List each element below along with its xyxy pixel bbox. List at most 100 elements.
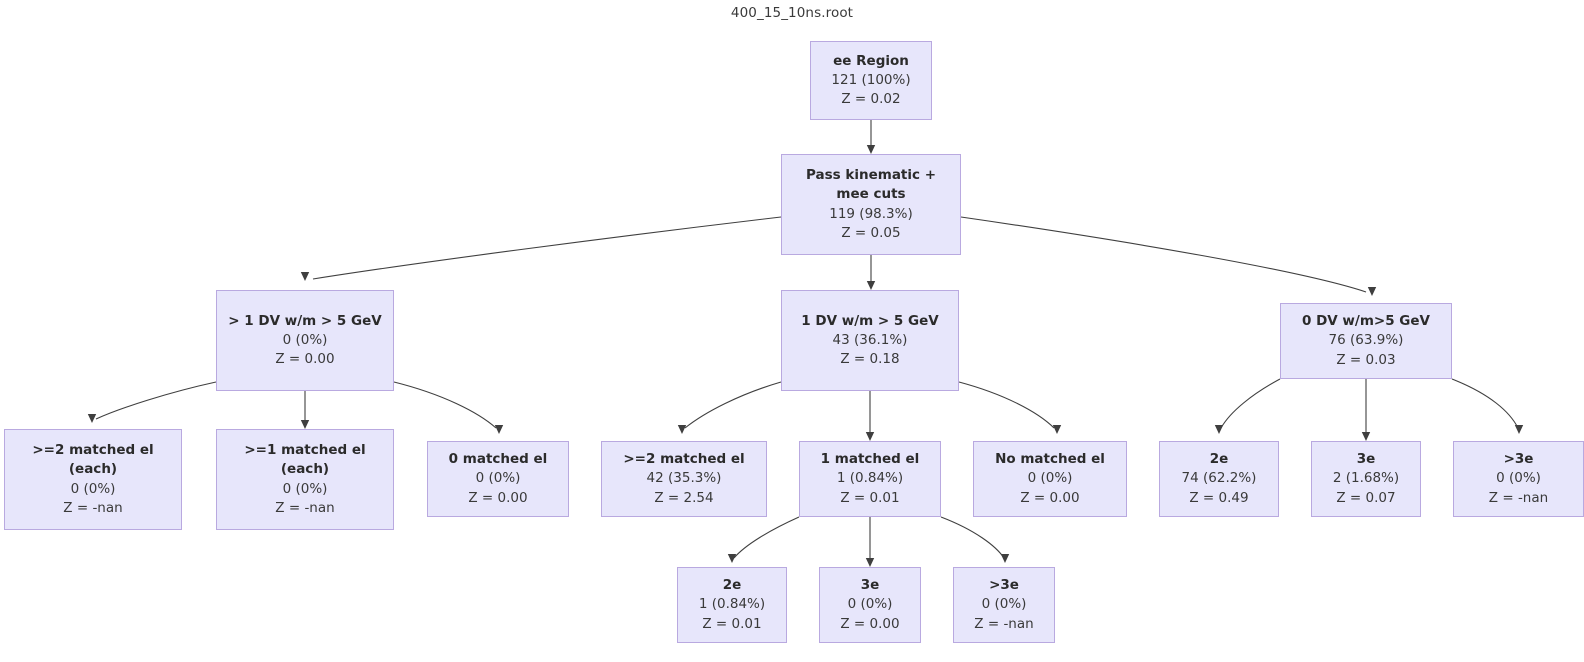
node-zero-dv-wm-gt5-gev[interactable]: 0 DV w/m>5 GeV 76 (63.9%) Z = 0.03: [1280, 303, 1452, 379]
node-label: 3e: [1356, 451, 1376, 468]
node-count: 0 (0%): [981, 596, 1027, 613]
edge-arrowhead: [1367, 287, 1377, 296]
node-label: No matched el: [995, 451, 1105, 468]
node-label: > 1 DV w/m > 5 GeV: [228, 312, 382, 329]
edge-arrowhead: [1000, 554, 1010, 563]
edge-pass-kinematic-mee-cuts-to-gt1-dv-wm-gt5-gev: [300, 216, 782, 281]
node-significance: Z = -nan: [1488, 489, 1549, 506]
node-significance: Z = -nan: [974, 615, 1034, 632]
node-count: 1 (0.84%): [836, 470, 904, 487]
node-gt1-dv-wm-gt5-gev[interactable]: > 1 DV w/m > 5 GeV 0 (0%) Z = 0.00: [216, 290, 394, 391]
node-one-matched-gt3e[interactable]: >3e 0 (0%) Z = -nan: [953, 567, 1055, 643]
node-significance: Z = 0.00: [275, 351, 335, 368]
node-label: 0 DV w/m>5 GeV: [1301, 313, 1430, 330]
node-label: 3e: [860, 577, 880, 594]
node-zero-dv-2e[interactable]: 2e 74 (62.2%) Z = 0.49: [1159, 441, 1279, 517]
edge-arrowhead: [1052, 425, 1062, 434]
node-label: >3e: [1503, 451, 1534, 468]
node-pass-kinematic-mee-cuts[interactable]: Pass kinematic + mee cuts 119 (98.3%) Z = …: [781, 154, 961, 255]
edge-arrowhead: [865, 558, 875, 567]
node-count: 121 (100%): [831, 71, 911, 88]
node-one-dv-wm-gt5-gev[interactable]: 1 DV w/m > 5 GeV 43 (36.1%) Z = 0.18: [781, 290, 959, 391]
node-no-matched-el[interactable]: No matched el 0 (0%) Z = 0.00: [973, 441, 1127, 517]
node-count: 0 (0%): [1027, 470, 1073, 487]
node-significance: Z = -nan: [63, 499, 123, 516]
node-label: Pass kinematic + mee cuts: [805, 167, 937, 203]
edge-arrowhead: [300, 420, 310, 429]
edge-zero-dv-wm-gt5-gev-to-zero-dv-3e: [1361, 379, 1371, 441]
node-one-matched-2e[interactable]: 2e 1 (0.84%) Z = 0.01: [677, 567, 787, 643]
edge-ee-region-to-pass-kinematic-mee-cuts: [866, 120, 876, 154]
edge-arrowhead: [1514, 425, 1524, 434]
edge-zero-dv-wm-gt5-gev-to-zero-dv-2e: [1214, 378, 1281, 434]
node-significance: Z = 0.00: [1020, 489, 1080, 506]
edge-one-matched-el-to-one-matched-3e: [865, 517, 875, 567]
node-count: 74 (62.2%): [1181, 470, 1257, 487]
node-significance: Z = 0.01: [702, 615, 762, 632]
edge-zero-dv-wm-gt5-gev-to-zero-dv-gt3e: [1451, 378, 1524, 434]
node-ge2-matched-el[interactable]: >=2 matched el 42 (35.3%) Z = 2.54: [601, 441, 767, 517]
node-zero-dv-gt3e[interactable]: >3e 0 (0%) Z = -nan: [1453, 441, 1584, 517]
node-zero-dv-3e[interactable]: 3e 2 (1.68%) Z = 0.07: [1311, 441, 1421, 517]
node-significance: Z = -nan: [275, 499, 335, 516]
node-label: >=1 matched el (each): [244, 442, 366, 478]
node-count: 0 (0%): [282, 331, 328, 348]
node-one-matched-el[interactable]: 1 matched el 1 (0.84%) Z = 0.01: [799, 441, 941, 517]
edge-one-dv-wm-gt5-gev-to-one-matched-el: [865, 391, 875, 441]
edge-gt1-dv-wm-gt5-gev-to-ge1-matched-el-each: [300, 391, 310, 429]
edge-gt1-dv-wm-gt5-gev-to-ge2-matched-el-each: [87, 381, 217, 423]
edge-one-dv-wm-gt5-gev-to-ge2-matched-el: [677, 381, 782, 434]
node-count: 0 (0%): [1496, 470, 1541, 487]
edge-arrowhead: [87, 414, 97, 423]
edge-one-matched-el-to-one-matched-gt3e: [940, 516, 1010, 563]
edge-one-matched-el-to-one-matched-2e: [727, 516, 800, 563]
node-ge1-matched-el-each[interactable]: >=1 matched el (each) 0 (0%) Z = -nan: [216, 429, 394, 530]
node-count: 0 (0%): [70, 480, 116, 497]
node-significance: Z = 0.01: [840, 489, 900, 506]
node-significance: Z = 0.18: [840, 351, 900, 368]
edge-gt1-dv-wm-gt5-gev-to-zero-matched-el: [393, 381, 504, 434]
edge-arrowhead: [1361, 432, 1371, 441]
node-significance: Z = 0.02: [841, 91, 901, 108]
node-one-matched-3e[interactable]: 3e 0 (0%) Z = 0.00: [819, 567, 921, 643]
edge-one-dv-wm-gt5-gev-to-no-matched-el: [958, 381, 1062, 434]
node-label: >=2 matched el: [623, 451, 745, 468]
node-count: 2 (1.68%): [1332, 470, 1400, 487]
edge-pass-kinematic-mee-cuts-to-one-dv-wm-gt5-gev: [866, 255, 876, 290]
node-count: 119 (98.3%): [829, 205, 913, 222]
edge-arrowhead: [1214, 425, 1224, 434]
node-significance: Z = 2.54: [654, 489, 714, 506]
node-significance: Z = 0.07: [1336, 489, 1396, 506]
node-significance: Z = 0.00: [468, 489, 528, 506]
node-significance: Z = 0.03: [1336, 351, 1396, 368]
edge-arrowhead: [677, 425, 687, 434]
node-label: >=2 matched el (each): [32, 442, 154, 478]
node-count: 0 (0%): [847, 596, 893, 613]
edge-arrowhead: [727, 554, 737, 563]
edge-arrowhead: [865, 432, 875, 441]
node-label: 0 matched el: [448, 451, 548, 468]
node-count: 0 (0%): [475, 470, 521, 487]
page-title: 400_15_10ns.root: [730, 5, 854, 21]
edge-arrowhead: [300, 272, 310, 281]
node-label: >3e: [989, 577, 1019, 594]
edge-pass-kinematic-mee-cuts-to-zero-dv-wm-gt5-gev: [960, 216, 1377, 296]
node-count: 43 (36.1%): [832, 331, 908, 348]
node-label: 1 DV w/m > 5 GeV: [801, 312, 939, 329]
edge-arrowhead: [866, 145, 876, 154]
node-significance: Z = 0.49: [1189, 489, 1249, 506]
node-count: 42 (35.3%): [646, 470, 722, 487]
node-count: 76 (63.9%): [1328, 332, 1404, 349]
node-label: 1 matched el: [820, 451, 920, 468]
node-count: 1 (0.84%): [698, 596, 766, 613]
node-significance: Z = 0.05: [841, 224, 901, 241]
node-ge2-matched-el-each[interactable]: >=2 matched el (each) 0 (0%) Z = -nan: [4, 429, 182, 530]
edge-arrowhead: [494, 425, 504, 434]
node-label: 2e: [1209, 451, 1229, 468]
node-count: 0 (0%): [282, 480, 328, 497]
node-label: 2e: [722, 577, 742, 594]
node-zero-matched-el[interactable]: 0 matched el 0 (0%) Z = 0.00: [427, 441, 569, 517]
node-significance: Z = 0.00: [840, 615, 900, 632]
